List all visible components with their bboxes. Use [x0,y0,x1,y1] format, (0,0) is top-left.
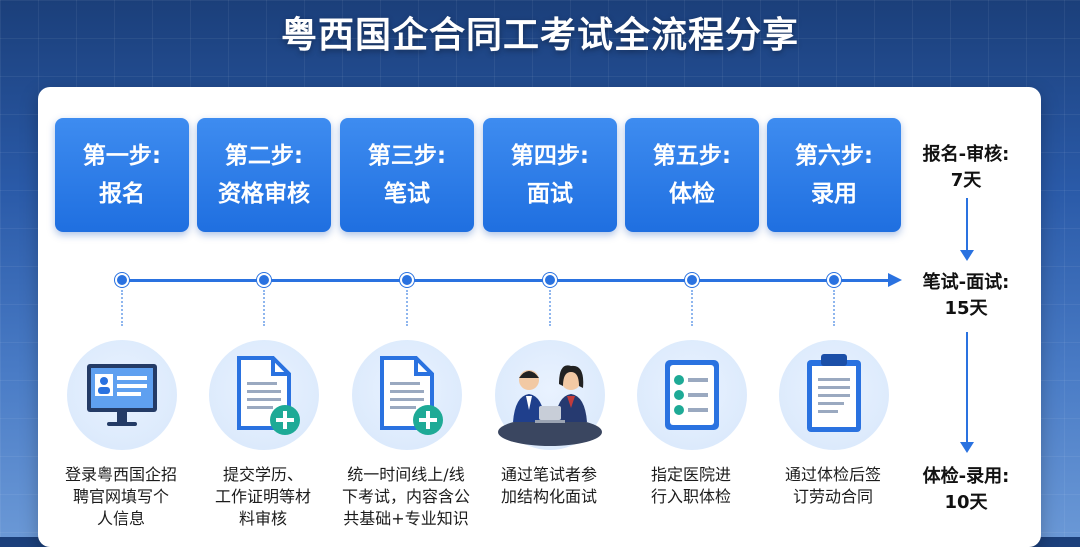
step-description-5: 指定医院进 行入职体检 [616,464,766,508]
duration-label: 笔试-面试: [910,270,1022,296]
step-name: 体检 [669,178,715,210]
timeline-arrow-icon [888,273,902,287]
desc-line: 统一时间线上/线 [331,464,481,486]
step-number: 第一步: [83,140,161,172]
step-name: 录用 [811,178,857,210]
desc-line: 提交学历、 [188,464,338,486]
step-box-5: 第五步: 体检 [625,118,759,232]
page-title: 粤西国企合同工考试全流程分享 [0,6,1080,58]
connector-dashes [121,290,123,326]
connector-dashes [406,290,408,326]
connector-dashes [691,290,693,326]
desc-line: 通过笔试者参 [474,464,624,486]
arrow-down-icon [960,250,974,261]
duration-exam-interview: 笔试-面试: 15天 [910,270,1022,322]
desc-line: 通过体检后签 [758,464,908,486]
duration-value: 15天 [910,296,1022,322]
duration-label: 报名-审核: [910,142,1022,168]
step-box-4: 第四步: 面试 [483,118,617,232]
icon-circle-6 [779,340,889,450]
step-number: 第三步: [368,140,446,172]
duration-apply-review: 报名-审核: 7天 [910,142,1022,194]
step-number: 第六步: [795,140,873,172]
step-description-4: 通过笔试者参 加结构化面试 [474,464,624,508]
document-plus-icon [352,340,462,450]
duration-arrow-line [966,332,968,442]
interview-people-icon [495,340,605,450]
step-name: 面试 [527,178,573,210]
step-box-1: 第一步: 报名 [55,118,189,232]
desc-line: 聘官网填写个 [46,486,196,508]
icon-circle-1 [67,340,177,450]
step-number: 第五步: [653,140,731,172]
desc-line: 下考试，内容含公 [331,486,481,508]
connector-dashes [263,290,265,326]
step-box-2: 第二步: 资格审核 [197,118,331,232]
timeline-dot [257,273,271,287]
timeline-dot [543,273,557,287]
desc-line: 登录粤西国企招 [46,464,196,486]
step-description-1: 登录粤西国企招 聘官网填写个 人信息 [46,464,196,530]
step-description-3: 统一时间线上/线 下考试，内容含公 共基础+专业知识 [331,464,481,530]
desc-line: 共基础+专业知识 [331,508,481,530]
icon-circle-3 [352,340,462,450]
step-box-6: 第六步: 录用 [767,118,901,232]
timeline-dot [685,273,699,287]
desc-line: 料审核 [188,508,338,530]
duration-value: 7天 [910,168,1022,194]
clipboard-icon [779,340,889,450]
step-name: 笔试 [384,178,430,210]
document-plus-icon [209,340,319,450]
step-name: 资格审核 [218,178,310,210]
timeline-dot [115,273,129,287]
step-number: 第四步: [511,140,589,172]
duration-value: 10天 [910,490,1022,516]
connector-dashes [833,290,835,326]
desc-line: 行入职体检 [616,486,766,508]
timeline-dot [827,273,841,287]
timeline-dot [400,273,414,287]
desc-line: 加结构化面试 [474,486,624,508]
icon-circle-2 [209,340,319,450]
desc-line: 订劳动合同 [758,486,908,508]
step-description-6: 通过体检后签 订劳动合同 [758,464,908,508]
duration-arrow-line [966,198,968,250]
desc-line: 人信息 [46,508,196,530]
connector-dashes [549,290,551,326]
checklist-icon [637,340,747,450]
computer-profile-icon [67,340,177,450]
arrow-down-icon [960,442,974,453]
icon-circle-4 [495,340,605,450]
icon-circle-5 [637,340,747,450]
step-box-3: 第三步: 笔试 [340,118,474,232]
duration-exam-hire: 体检-录用: 10天 [910,464,1022,516]
timeline-line [118,279,890,282]
step-description-2: 提交学历、 工作证明等材 料审核 [188,464,338,530]
desc-line: 指定医院进 [616,464,766,486]
step-name: 报名 [99,178,145,210]
step-number: 第二步: [225,140,303,172]
desc-line: 工作证明等材 [188,486,338,508]
duration-label: 体检-录用: [910,464,1022,490]
